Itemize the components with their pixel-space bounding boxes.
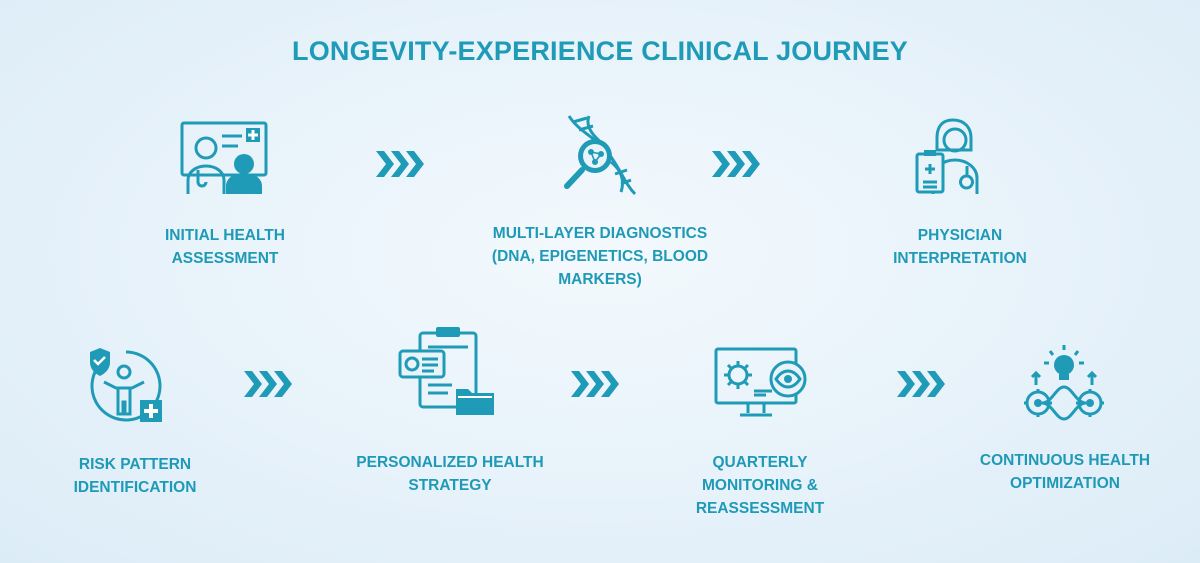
page-title: LONGEVITY-EXPERIENCE CLINICAL JOURNEY [292,36,908,66]
step-label-initial-assessment: INITIAL HEALTH ASSESSMENT [165,227,285,267]
step-label-strategy: PERSONALIZED HEALTH STRATEGY [356,454,544,494]
chevron-arrow-icon [712,151,760,177]
step-label-optimization: CONTINUOUS HEALTH OPTIMIZATION [979,452,1151,492]
chevron-arrow-icon [571,371,619,397]
lightbulb-gears-icon [1020,343,1108,425]
doctor-patient-monitor-icon [176,120,272,196]
step-label-risk-pattern: RISK PATTERN IDENTIFICATION [73,456,197,496]
step-label-monitoring: QUARTERLY MONITORING & REASSESSMENT [695,454,825,517]
chevron-arrow-icon [376,151,424,177]
dna-magnifier-icon [555,112,641,198]
person-shield-icon [82,346,166,426]
clipboard-folder-icon [398,325,498,417]
monitor-gear-eye-icon [712,345,810,425]
chevron-arrow-icon [897,371,945,397]
chevron-arrow-icon [244,371,292,397]
step-label-diagnostics: MULTI-LAYER DIAGNOSTICS (DNA, EPIGENETIC… [491,225,709,288]
physician-clipboard-icon [913,116,999,196]
step-label-physician: PHYSICIAN INTERPRETATION [893,227,1027,267]
